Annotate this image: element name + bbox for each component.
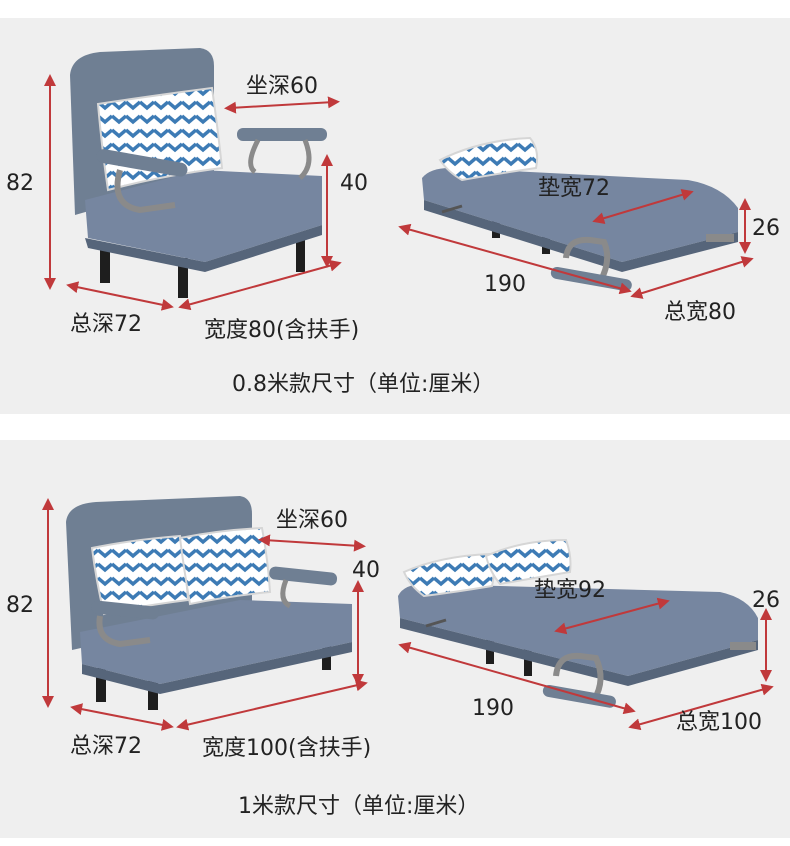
mattress-width-label: 垫宽72	[538, 176, 610, 201]
chair-dimension-lines-bottom	[42, 498, 368, 731]
total-depth-label: 总深72	[70, 312, 142, 337]
width-label: 宽度100(含扶手)	[202, 736, 372, 761]
mattress-height-label: 26	[752, 588, 780, 613]
seat-depth-label: 坐深60	[276, 508, 348, 533]
chair-height-label: 82	[6, 171, 34, 196]
bed-length-label: 190	[484, 272, 526, 297]
total-width-label: 总宽100	[676, 710, 762, 735]
armrest-height-label: 40	[340, 171, 368, 196]
size-caption-08m: 0.8米款尺寸（单位:厘米）	[232, 372, 495, 397]
mattress-width-label: 垫宽92	[534, 578, 606, 603]
bed-dimension-lines-top	[398, 188, 754, 299]
chair-dimension-lines-top	[44, 74, 342, 311]
sofa-chair-icon	[66, 496, 352, 710]
armrest-height-label: 40	[352, 558, 380, 583]
mattress-height-label: 26	[752, 216, 780, 241]
bed-dimension-lines-bottom	[398, 597, 774, 731]
sofa-chair-icon	[70, 48, 327, 298]
width-label: 宽度80(含扶手)	[204, 318, 360, 343]
chair-height-label: 82	[6, 593, 34, 618]
bed-length-label: 190	[472, 696, 514, 721]
size-caption-1m: 1米款尺寸（单位:厘米）	[238, 794, 480, 819]
total-depth-label: 总深72	[70, 734, 142, 759]
seat-depth-label: 坐深60	[246, 74, 318, 99]
total-width-label: 总宽80	[664, 300, 736, 325]
sofa-bed-icon	[422, 136, 738, 292]
